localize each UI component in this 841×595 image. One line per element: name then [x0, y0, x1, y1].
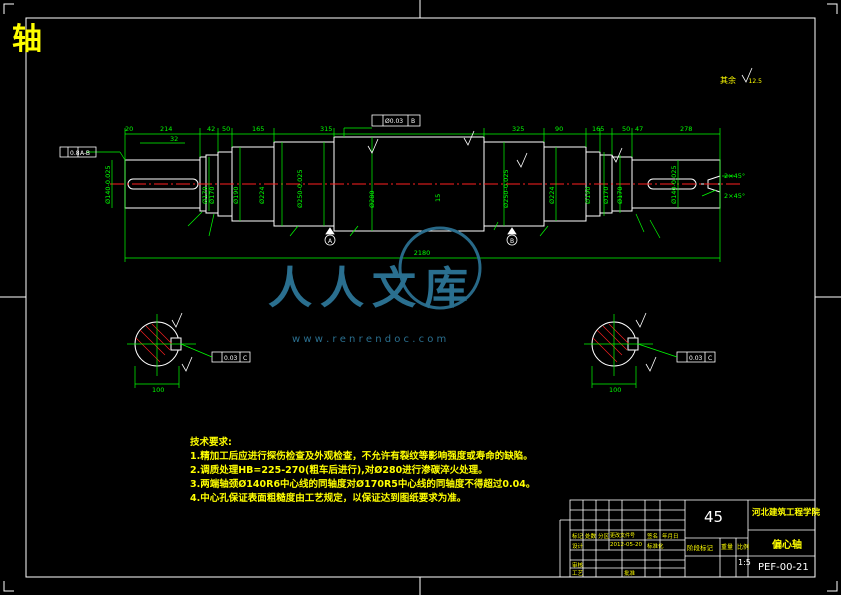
section-hatching [135, 323, 630, 363]
diameter-mid: Ø280 [368, 190, 376, 208]
top-dimension: 278 [680, 125, 692, 133]
sym-ref: C [243, 355, 247, 362]
row-label: 年月日 [662, 534, 679, 540]
diameter-right: Ø140-0.025 [670, 166, 678, 204]
diameter-right: Ø170 [616, 186, 624, 204]
technical-requirements: 技术要求: 1.精加工后应进行探伤检查及外观检查，不允许有裂纹等影响强度或寿命的… [190, 436, 535, 506]
watermark-logo [398, 226, 482, 310]
weight-label: 重量 [721, 544, 734, 551]
surface-note: 其余 12.5 [720, 75, 762, 86]
roughness-marks [171, 67, 753, 372]
tolerance-frames [59, 114, 716, 363]
top-dimension: 50 [622, 125, 630, 133]
center-mark: 15 [434, 194, 442, 202]
std-label: 标准化 [647, 544, 664, 550]
top-dimension: 214 [160, 125, 172, 133]
material-label: 45 [704, 508, 724, 526]
row-label: 更改文件号 [610, 533, 636, 539]
row-label: 标记 [572, 534, 584, 540]
overall-dimension: 2180 [414, 249, 431, 257]
notes-heading: 技术要求: [190, 437, 232, 448]
runout-value: 0.8 [70, 150, 80, 157]
diameter-mid: Ø250-0.025 [296, 170, 304, 208]
title-block [559, 499, 816, 578]
process-label: 工艺 [572, 571, 584, 577]
drawing-number: PEF-00-21 [758, 562, 809, 573]
row-label: 签名 [647, 534, 659, 540]
sym-value: 0.03 [689, 355, 703, 362]
top-dimension: 165 [592, 125, 604, 133]
sub-dimension: 32 [170, 135, 178, 143]
row-label: 处数 [585, 534, 597, 540]
top-dimension: 90 [555, 125, 563, 133]
diameter-left: Ø190 [232, 186, 240, 204]
datum-letter: A [328, 238, 333, 245]
part-name: 偏心轴 [772, 540, 802, 551]
dimension-lines [86, 127, 734, 262]
top-dimension: 20 [125, 125, 133, 133]
trim-corners [3, 3, 838, 592]
audit-label: 审核 [572, 563, 584, 569]
note-item: 3.两端轴颈Ø140R6中心线的同轴度对Ø170R5中心线的同轴度不得超过0.0… [190, 479, 536, 490]
diameter-mid: Ø250-0.025 [502, 170, 510, 208]
coax-value: Ø0.03 [385, 118, 403, 125]
stage-label: 阶段标记 [687, 544, 713, 552]
runout-ref: A-B [80, 150, 90, 157]
design-date: 2012-05-20 [610, 542, 642, 548]
top-dimension: 47 [635, 125, 643, 133]
diameter-right: Ø224 [548, 186, 556, 204]
coax-ref: B [411, 118, 415, 125]
top-dimension: 50 [222, 125, 230, 133]
watermark-text: 人人文库 [268, 263, 476, 314]
top-dimension: 42 [207, 125, 215, 133]
sym-value: 0.03 [224, 355, 238, 362]
design-label: 设计 [572, 544, 584, 550]
top-dimension: 325 [512, 125, 524, 133]
note-item: 2.调质处理HB=225-270(粗车后进行),对Ø280进行渗碳淬火处理。 [190, 465, 488, 476]
diameter-left: Ø224 [258, 186, 266, 204]
drawing-title: 轴 [12, 22, 43, 57]
diameter-left: Ø170 [208, 186, 216, 204]
surface-note-label: 其余 [720, 76, 736, 85]
diameter-left: Ø140-0.025 [104, 166, 112, 204]
top-dimension: 165 [252, 125, 264, 133]
surface-note-roughness: 12.5 [748, 78, 762, 85]
note-item: 1.精加工后应进行探伤检查及外观检查，不允许有裂纹等影响强度或寿命的缺陷。 [190, 451, 533, 462]
datum-flags [324, 227, 518, 246]
diameter-right: Ø170 [602, 186, 610, 204]
scale-value: 1:5 [738, 558, 751, 567]
scale-label: 比例 [737, 544, 750, 551]
school-name: 河北建筑工程学院 [752, 508, 821, 518]
sym-ref: C [708, 355, 712, 362]
dimension-labels: 20 214 42 50 165 315 325 90 165 50 47 278 32 2180 Ø140… [70, 118, 745, 394]
section-length: 100 [609, 386, 621, 394]
watermark-url: w w w . r e n r e n d o c . c o m [292, 334, 447, 345]
top-dimension: 315 [320, 125, 332, 133]
diameter-right: Ø190 [584, 186, 592, 204]
diameter-left: Ø170 [201, 186, 209, 204]
note-item: 4.中心孔保证表面粗糙度由工艺规定，以保证达到图纸要求为准。 [190, 493, 467, 504]
approve-label: 批准 [624, 571, 636, 577]
section-dims [127, 314, 678, 388]
chamfer-label: 2×45° [724, 192, 745, 200]
chamfer-label-top: 2×45° [724, 172, 745, 180]
row-label: 分区 [598, 534, 610, 540]
datum-letter: B [510, 238, 514, 245]
section-length: 100 [152, 386, 164, 394]
